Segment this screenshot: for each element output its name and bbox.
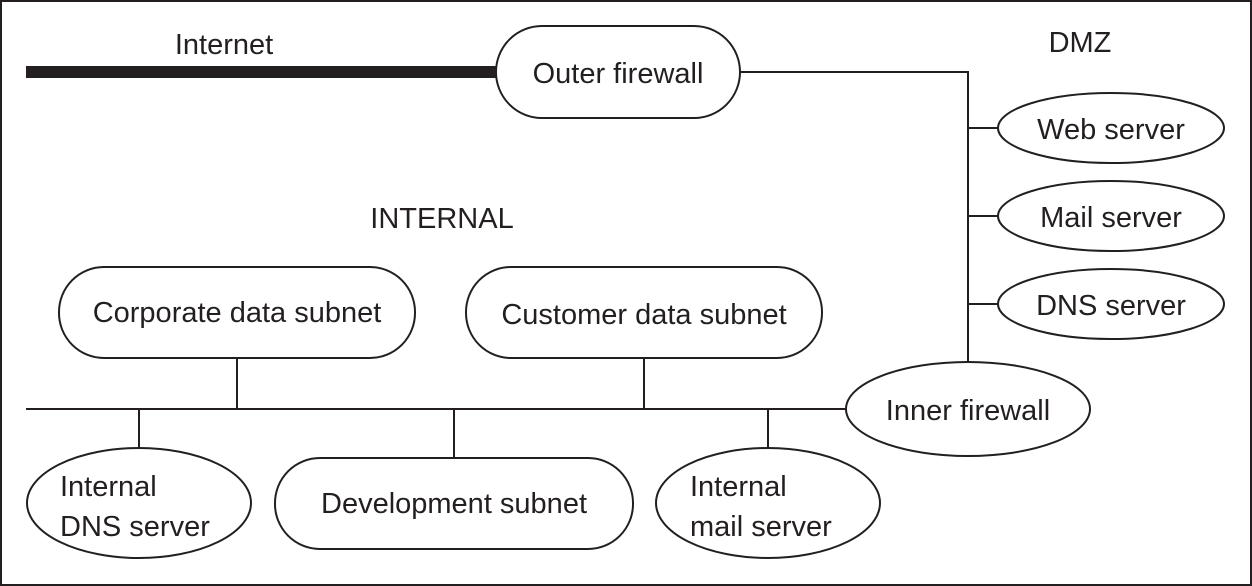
dmz-zone-label: DMZ	[1049, 27, 1112, 59]
web-server-label: Web server	[1037, 114, 1185, 146]
internet-zone-label: Internet	[175, 29, 273, 61]
web-server-node: Web server	[997, 92, 1225, 164]
dns-server-label: DNS server	[1036, 290, 1186, 322]
internal-mail-server-shape	[655, 447, 881, 559]
customer-data-subnet-node: Customer data subnet	[465, 266, 823, 359]
internal-dns-server-shape	[26, 447, 252, 559]
dns-server-shape	[997, 268, 1225, 340]
corporate-data-subnet-shape	[58, 266, 416, 359]
development-subnet-node: Development subnet	[274, 457, 634, 550]
internal-dns-server-label-line-2: DNS server	[60, 511, 210, 543]
internal-dns-server-node: Internal DNS server	[26, 447, 252, 559]
connections	[26, 66, 998, 458]
mail-server-shape	[997, 180, 1225, 252]
customer-data-subnet-shape	[465, 266, 823, 359]
internal-mail-server-label-line-2: mail server	[690, 511, 832, 543]
internal-mail-server-node: Internal mail server	[655, 447, 881, 559]
development-subnet-shape	[274, 457, 634, 550]
outer-firewall-node: Outer firewall	[495, 25, 741, 119]
mail-server-label: Mail server	[1040, 202, 1182, 234]
inner-firewall-label: Inner firewall	[886, 395, 1050, 427]
inner-firewall-shape	[845, 361, 1091, 457]
inner-firewall-node: Inner firewall	[845, 361, 1091, 457]
dmz-backbone	[740, 71, 969, 363]
development-subnet-label: Development subnet	[321, 488, 587, 520]
web-server-shape	[997, 92, 1225, 164]
corporate-data-subnet-node: Corporate data subnet	[58, 266, 416, 359]
outer-firewall-shape	[495, 25, 741, 119]
mail-server-node: Mail server	[997, 180, 1225, 252]
corporate-data-subnet-label: Corporate data subnet	[93, 297, 382, 329]
customer-data-subnet-label: Customer data subnet	[501, 299, 786, 331]
outer-firewall-label: Outer firewall	[533, 58, 704, 90]
internal-mail-server-label-line-1: Internal	[690, 471, 787, 503]
internal-zone-label: INTERNAL	[370, 203, 513, 235]
internal-dns-server-label-line-1: Internal	[60, 471, 157, 503]
dns-server-node: DNS server	[997, 268, 1225, 340]
